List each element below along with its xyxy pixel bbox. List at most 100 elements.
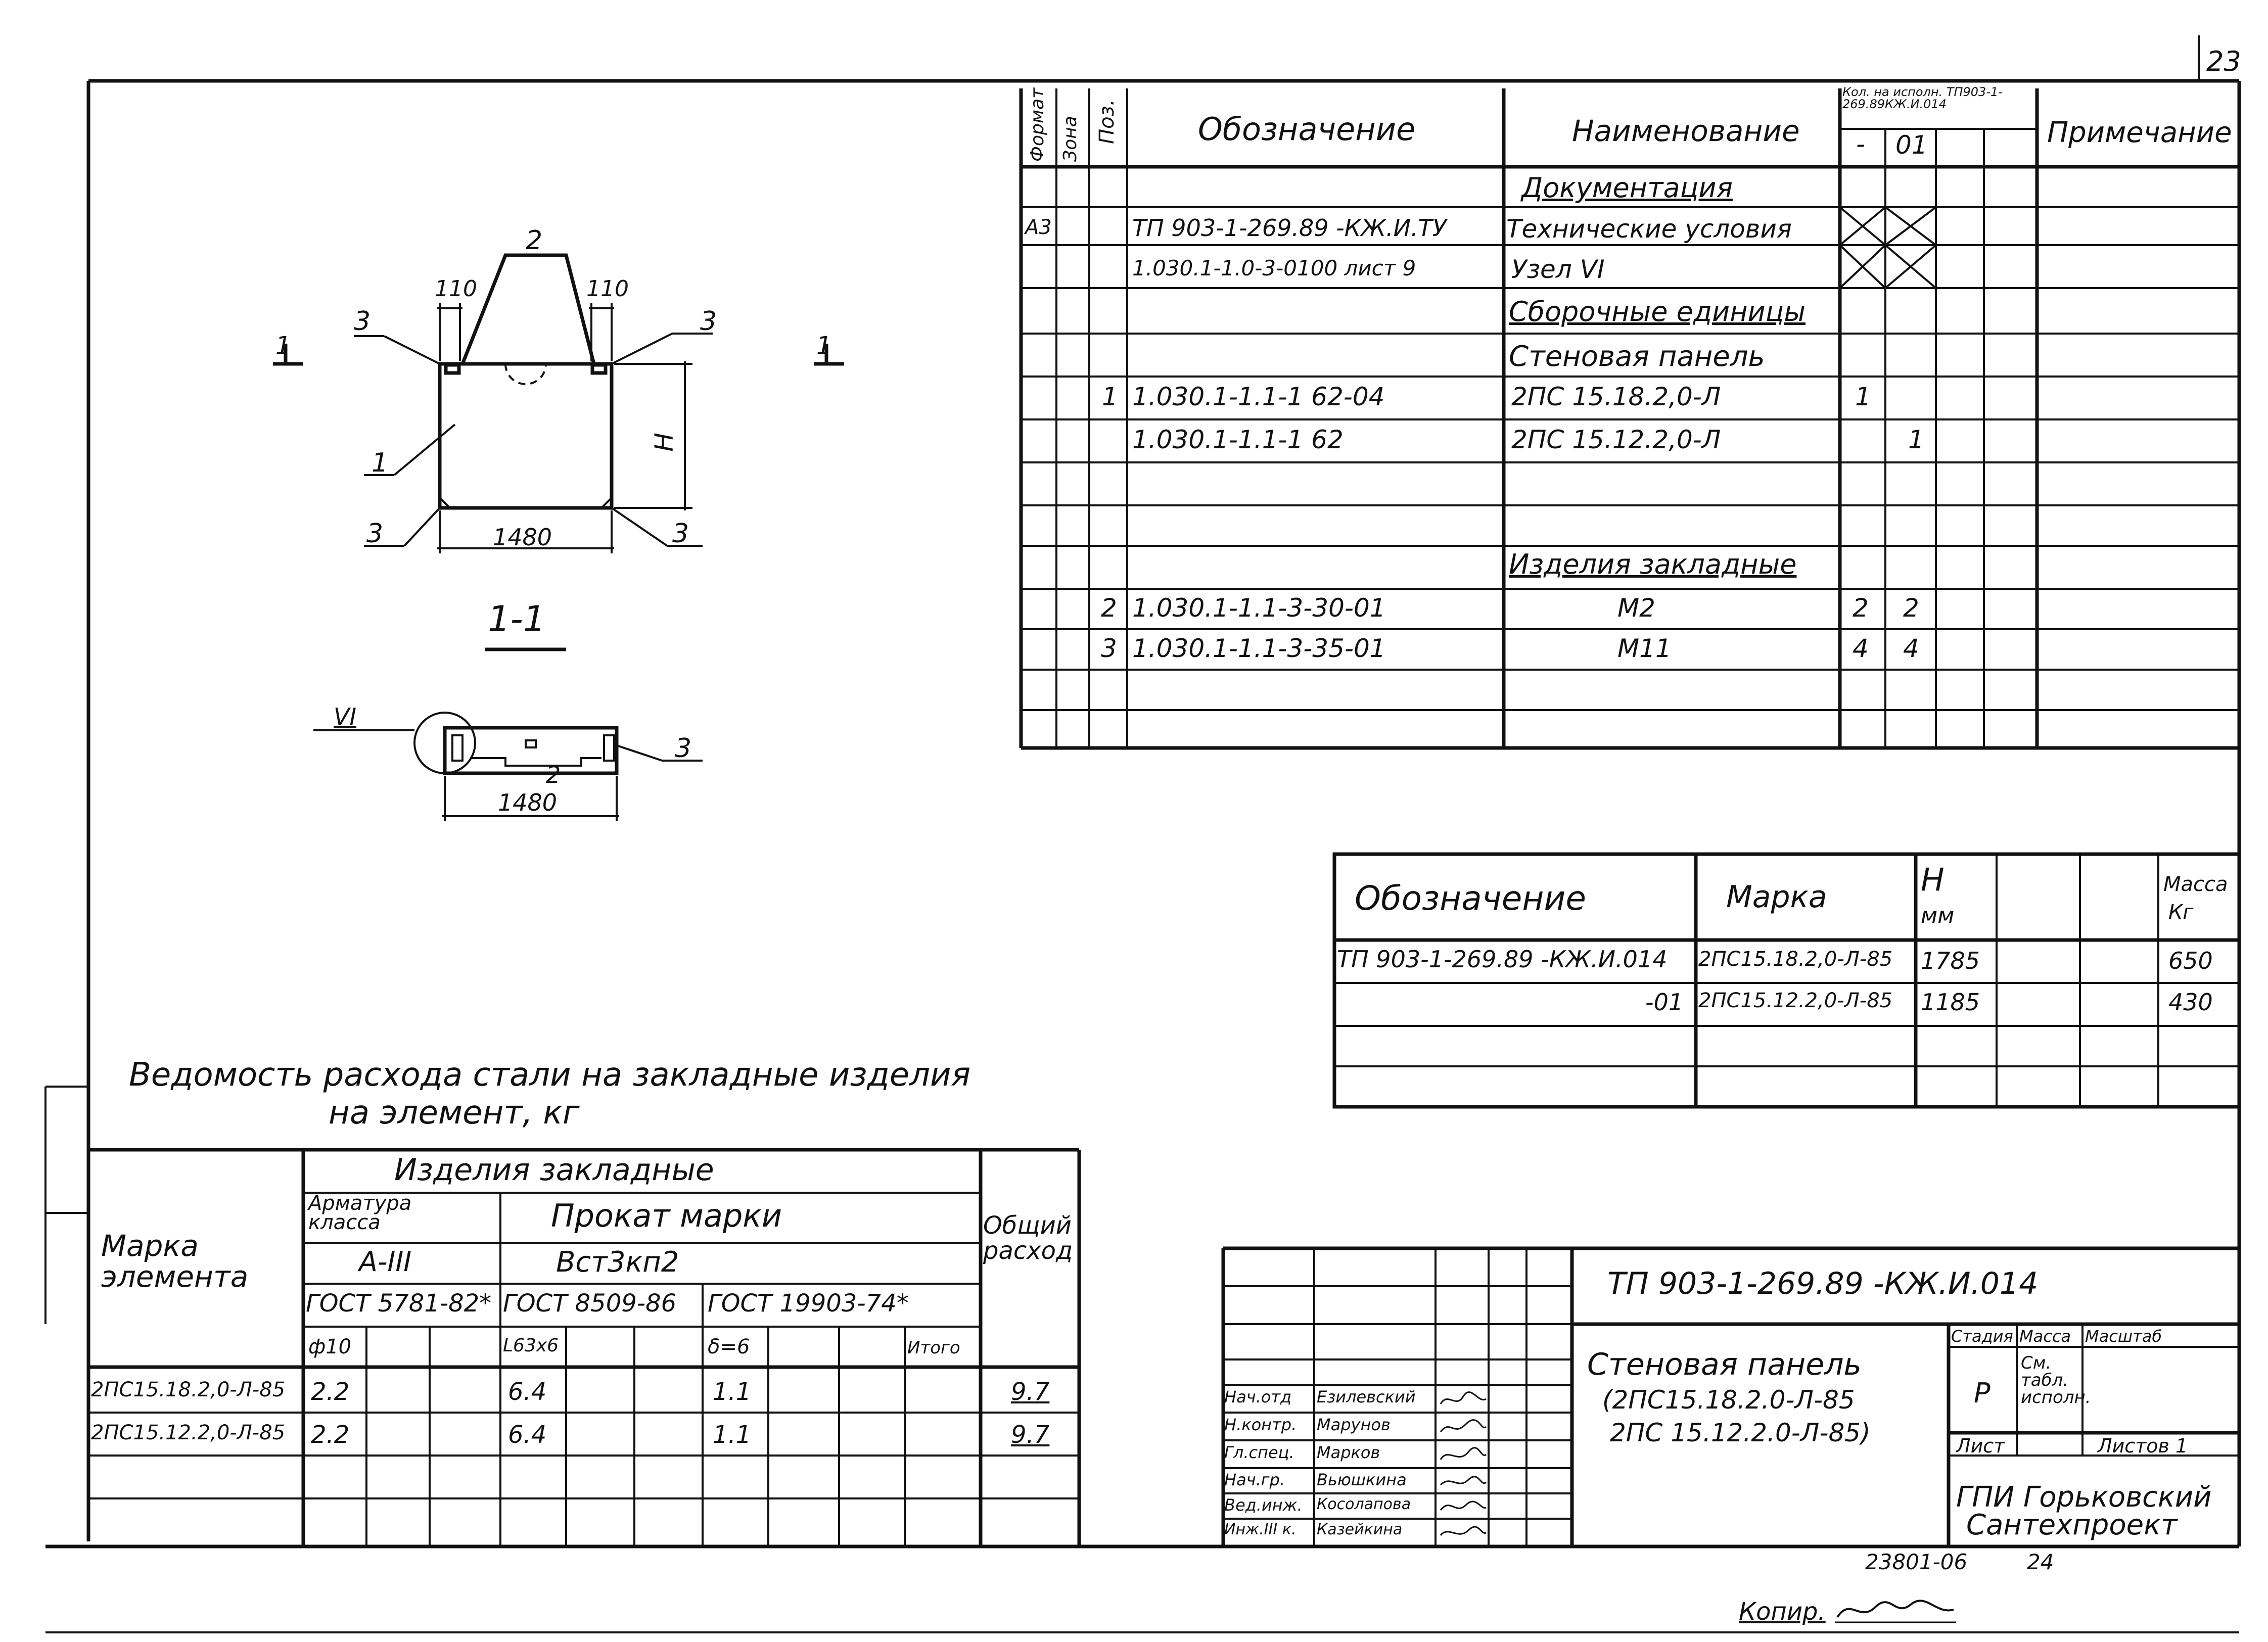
marks-h: 1785: [1921, 947, 1980, 974]
stamp-sheet-label: Лист: [1956, 1435, 2005, 1457]
steel-rebar-class: А-III: [359, 1246, 412, 1278]
spec-format: А3: [1025, 216, 1052, 239]
copyist-signature: [1835, 1600, 1956, 1623]
steel-sub1: ф10: [308, 1335, 352, 1358]
marks-designation: -01: [1645, 989, 1684, 1016]
signature-role: Вед.инж.: [1224, 1495, 1303, 1515]
steel-val-c: 1.1: [713, 1421, 752, 1449]
steel-sub2: L63x6: [503, 1335, 559, 1356]
spec-name: 2ПС 15.12.2,0-Л: [1511, 425, 1721, 454]
steel-rebar-header: Арматура класса: [308, 1192, 412, 1234]
callout-1: 1: [372, 448, 389, 478]
signature-name: Косолапова: [1317, 1495, 1411, 1513]
steel-title: Ведомость расхода стали на закладные изд…: [129, 1056, 971, 1094]
marks-h-unit: мм: [1921, 903, 1955, 928]
spec-pos: 3: [1101, 634, 1117, 663]
spec-qty2: 2: [1903, 593, 1919, 623]
signature-name: Вьюшкина: [1317, 1470, 1407, 1489]
stamp-title: Стеновая панель: [1587, 1347, 1862, 1382]
signature-role: Нач.отд: [1224, 1387, 1292, 1406]
stamp-org-line2: Сантехпроект: [1966, 1509, 2178, 1541]
col-qty-header: Кол. на исполн. ТП903-1-269.89КЖ.И.014: [1842, 85, 2003, 111]
stamp-scale-label: Масштаб: [2085, 1327, 2162, 1346]
steel-gost1: ГОСТ 5781-82*: [306, 1289, 492, 1318]
steel-val-a: 2.2: [311, 1421, 350, 1449]
spec-name: Изделия закладные: [1509, 548, 1797, 580]
spec-designation: 1.030.1-1.0-3-0100 лист 9: [1132, 256, 1416, 280]
col-qty1-header: -: [1856, 129, 1866, 159]
steel-total-header: Общий расход: [983, 1211, 1073, 1265]
steel-mark: 2ПС15.18.2,0-Л-85: [91, 1378, 286, 1401]
steel-rolled-header: Прокат марки: [551, 1197, 782, 1234]
panel-drawing: [273, 253, 844, 651]
callout-2-section: 2: [546, 761, 561, 788]
signature-name: Марунов: [1317, 1415, 1391, 1434]
marks-mass: 650: [2168, 947, 2213, 974]
steel-val-b: 6.4: [508, 1378, 547, 1406]
spec-name: М11: [1617, 634, 1672, 663]
col-pos-header: Поз.: [1095, 99, 1119, 144]
spec-designation: 1.030.1-1.1-1 62: [1132, 425, 1344, 454]
marks-designation: ТП 903-1-269.89 -КЖ.И.014: [1337, 946, 1668, 973]
spec-qty1: 4: [1853, 634, 1869, 663]
steel-val-b: 6.4: [508, 1421, 547, 1449]
spec-name: М2: [1617, 593, 1655, 623]
spec-qty2: 1: [1908, 425, 1924, 454]
marks-mass-header: Масса: [2163, 873, 2228, 896]
steel-sub3: δ=6: [708, 1335, 750, 1358]
stamp-grid: [1221, 1246, 2239, 1546]
steel-val-a: 2.2: [311, 1378, 350, 1406]
signature-role: Н.контр.: [1224, 1415, 1297, 1434]
stamp-mass-note: См. табл. исполн.: [2021, 1353, 2091, 1408]
steel-gost2: ГОСТ 8509-86: [503, 1289, 677, 1318]
marks-mark: 2ПС15.18.2,0-Л-85: [1698, 948, 1893, 971]
dim-h: H: [649, 433, 679, 452]
steel-table-grid: [88, 1148, 1081, 1546]
callout-2: 2: [526, 225, 543, 256]
steel-sub4: Итого: [907, 1338, 960, 1358]
spec-qty1: 2: [1853, 593, 1869, 623]
steel-rolled-grade: Вст3кп2: [556, 1246, 679, 1279]
dim-110-right: 110: [586, 276, 629, 302]
copy-label: Копир.: [1739, 1598, 1826, 1626]
callout-3-section: 3: [675, 733, 692, 764]
marks-table-grid: [1332, 852, 2241, 1109]
spec-name: Узел VI: [1511, 255, 1605, 284]
stamp-mass-label: Масса: [2019, 1327, 2071, 1346]
stamp-stage-label: Стадия: [1951, 1327, 2013, 1346]
dim-width-section: 1480: [498, 789, 558, 816]
spec-name: Документация: [1521, 172, 1733, 204]
section-mark-right: 1: [816, 332, 832, 360]
spec-name: Сборочные единицы: [1509, 296, 1806, 327]
signature-role: Нач.гр.: [1224, 1470, 1285, 1489]
callout-3-bottomright: 3: [672, 519, 689, 549]
spec-qty1: 1: [1855, 382, 1871, 411]
dim-110-left: 110: [435, 276, 477, 302]
spec-designation: 1.030.1-1.1-3-35-01: [1132, 634, 1386, 663]
col-qty2-header: 01: [1895, 130, 1928, 160]
signature-name: Марков: [1317, 1443, 1380, 1462]
col-zone-header: Зона: [1060, 116, 1081, 162]
spec-designation: 1.030.1-1.1-3-30-01: [1132, 593, 1386, 623]
signature-role: Гл.спец.: [1224, 1443, 1294, 1462]
stamp-stage: Р: [1974, 1377, 1991, 1409]
section-label: 1-1: [488, 598, 546, 640]
spec-name: Технические условия: [1506, 214, 1792, 244]
archive-number-2: 24: [2027, 1550, 2054, 1574]
stamp-org-line1: ГПИ Горьковский: [1956, 1481, 2212, 1514]
steel-val-total: 9.7: [1011, 1421, 1050, 1449]
spec-pos: 2: [1101, 593, 1117, 623]
signature-role: Инж.III к.: [1224, 1521, 1297, 1538]
marks-mass: 430: [2168, 989, 2213, 1016]
section-drawing: [313, 712, 703, 821]
spec-name: 2ПС 15.18.2,0-Л: [1511, 382, 1721, 411]
stamp-title-line3: 2ПС 15.12.2.0-Л-85): [1610, 1418, 1871, 1447]
steel-val-total: 9.7: [1011, 1378, 1050, 1406]
callout-3-topright: 3: [700, 306, 717, 337]
steel-subtitle: на элемент, кг: [329, 1094, 580, 1132]
col-name-header: Наименование: [1572, 114, 1800, 148]
spec-designation: ТП 903-1-269.89 -КЖ.И.ТУ: [1132, 214, 1447, 242]
stamp-sheets-label: Листов 1: [2098, 1435, 2188, 1457]
marks-h-header: H: [1921, 861, 1945, 898]
